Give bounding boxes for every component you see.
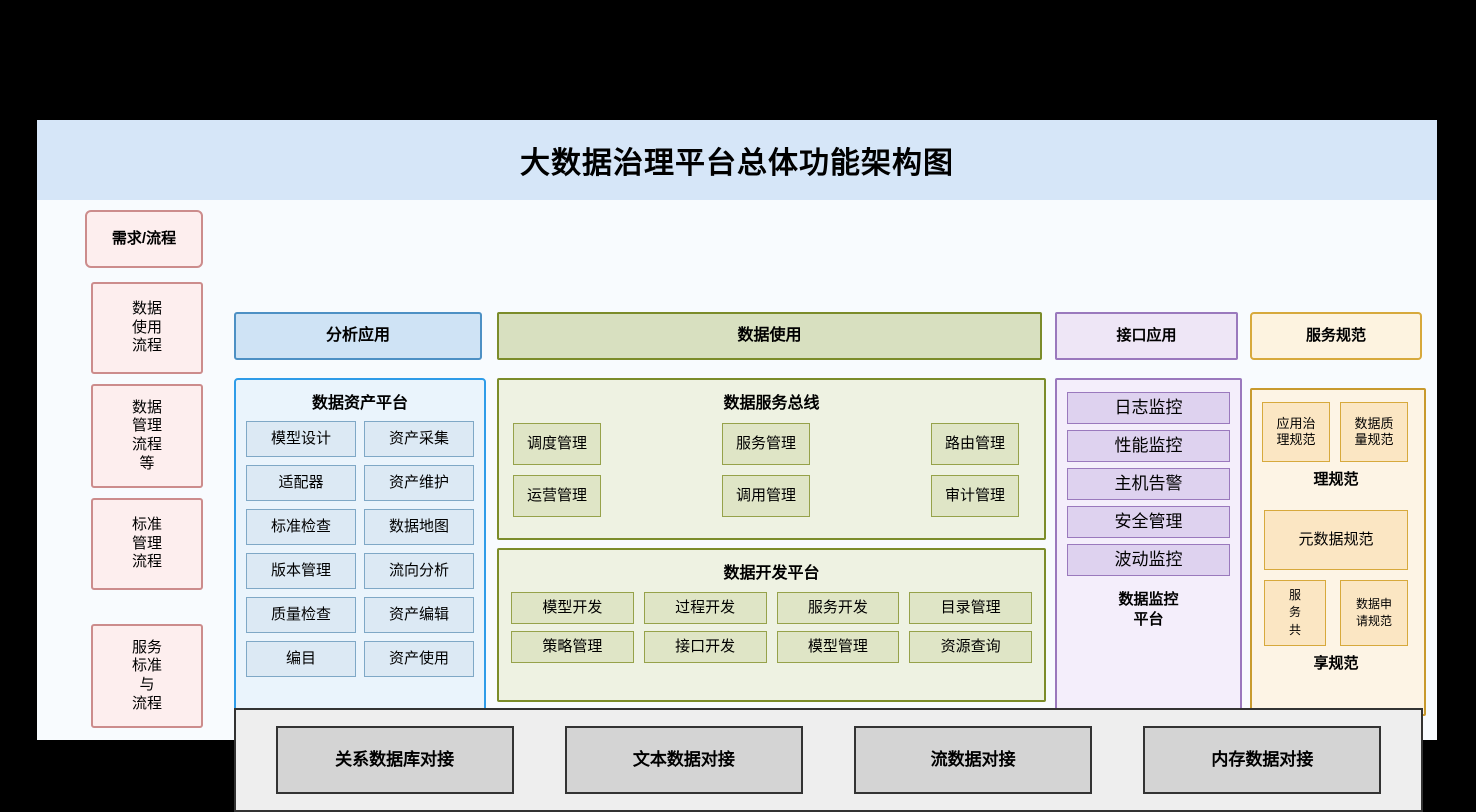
- data-dev-platform-panel: 数据开发平台 模型开发过程开发服务开发目录管理策略管理接口开发模型管理资源查询: [497, 548, 1046, 702]
- left-flow-item-2[interactable]: 标准 管理 流程: [91, 498, 203, 590]
- cell-service-share-spec[interactable]: 服 务 共: [1264, 580, 1326, 646]
- monitor-cell-2[interactable]: 主机告警: [1067, 468, 1230, 500]
- asset-cell-9[interactable]: 资产编辑: [364, 597, 474, 633]
- asset-cell-1[interactable]: 资产采集: [364, 421, 474, 457]
- header-service-specification[interactable]: 服务规范: [1250, 312, 1422, 360]
- asset-cell-10[interactable]: 编目: [246, 641, 356, 677]
- header-analysis-application[interactable]: 分析应用: [234, 312, 482, 360]
- docking-cell-2[interactable]: 流数据对接: [854, 726, 1093, 794]
- bus-cell-5[interactable]: 审计管理: [931, 475, 1019, 517]
- asset-cell-6[interactable]: 版本管理: [246, 553, 356, 589]
- dev-cell-3[interactable]: 目录管理: [909, 592, 1032, 624]
- data-service-bus-cells: 调度管理 服务管理 路由管理运营管理 调用管理 审计管理: [513, 423, 1030, 517]
- dev-cell-7[interactable]: 资源查询: [909, 631, 1032, 663]
- data-asset-platform-title: 数据资产平台: [311, 395, 408, 412]
- dev-cell-4[interactable]: 策略管理: [511, 631, 634, 663]
- diagram-body: 需求/流程 数据 使用 流程 数据 管理 流程 等 标准 管理 流程 服务 标准…: [37, 200, 1437, 812]
- cell-data-quality-spec[interactable]: 数据质 量规范: [1340, 402, 1408, 462]
- bus-cell-0[interactable]: 调度管理: [513, 423, 601, 465]
- asset-cell-0[interactable]: 模型设计: [246, 421, 356, 457]
- data-dev-platform-cells: 模型开发过程开发服务开发目录管理策略管理接口开发模型管理资源查询: [511, 592, 1032, 663]
- data-docking-cells: 关系数据库对接文本数据对接流数据对接内存数据对接: [236, 710, 1421, 810]
- left-flow-item-3[interactable]: 服务 标准 与 流程: [91, 624, 203, 728]
- label-share-spec: 享规范: [1313, 655, 1359, 672]
- asset-cell-7[interactable]: 流向分析: [364, 553, 474, 589]
- docking-cell-1[interactable]: 文本数据对接: [564, 726, 803, 794]
- left-flow-header[interactable]: 需求/流程: [85, 210, 203, 268]
- data-service-bus-panel: 数据服务总线 调度管理 服务管理 路由管理运营管理 调用管理 审计管理: [497, 378, 1046, 540]
- data-monitor-cells: 日志监控性能监控主机告警安全管理波动监控: [1067, 392, 1230, 576]
- asset-cell-2[interactable]: 适配器: [246, 465, 356, 501]
- asset-cell-5[interactable]: 数据地图: [364, 509, 474, 545]
- dev-cell-2[interactable]: 服务开发: [776, 592, 900, 624]
- label-governance-spec: 理规范: [1313, 471, 1359, 488]
- asset-cell-8[interactable]: 质量检查: [246, 597, 356, 633]
- docking-cell-3[interactable]: 内存数据对接: [1143, 726, 1382, 794]
- left-flow-item-1[interactable]: 数据 管理 流程 等: [91, 384, 203, 488]
- data-asset-platform-cells: 模型设计资产采集适配器资产维护标准检查数据地图版本管理流向分析质量检查资产编辑编…: [246, 421, 474, 677]
- monitor-cell-4[interactable]: 波动监控: [1067, 544, 1230, 576]
- diagram-canvas: 大数据治理平台总体功能架构图 需求/流程 数据 使用 流程 数据 管理 流程 等…: [37, 120, 1437, 812]
- monitor-cell-3[interactable]: 安全管理: [1067, 506, 1230, 538]
- bus-cell-1[interactable]: 服务管理: [722, 423, 810, 465]
- docking-cell-0[interactable]: 关系数据库对接: [275, 726, 514, 794]
- cell-application-governance-spec[interactable]: 应用治 理规范: [1262, 402, 1330, 462]
- asset-cell-11[interactable]: 资产使用: [364, 641, 474, 677]
- amber-column: 服务规范 应用治 理规范 数据质 量规范 理规范 元数据规范 服 务 共 数据申…: [1250, 200, 1430, 740]
- data-monitor-platform-label: 数据监控 平台: [1118, 591, 1179, 628]
- data-asset-platform-panel: 数据资产平台 模型设计资产采集适配器资产维护标准检查数据地图版本管理流向分析质量…: [234, 378, 486, 716]
- asset-cell-3[interactable]: 资产维护: [364, 465, 474, 501]
- page-title: 大数据治理平台总体功能架构图: [520, 147, 954, 180]
- data-docking-bar: 关系数据库对接文本数据对接流数据对接内存数据对接: [234, 708, 1423, 812]
- left-flow-column: 需求/流程 数据 使用 流程 数据 管理 流程 等 标准 管理 流程 服务 标准…: [85, 200, 215, 740]
- monitor-cell-0[interactable]: 日志监控: [1067, 392, 1230, 424]
- bus-cell-4[interactable]: 调用管理: [722, 475, 810, 517]
- diagram-title-band: 大数据治理平台总体功能架构图: [37, 120, 1437, 200]
- cell-metadata-spec[interactable]: 元数据规范: [1264, 510, 1408, 570]
- data-dev-platform-title: 数据开发平台: [723, 565, 820, 582]
- blue-column: 分析应用 分析应用 分析应用 分析应用 分析应用 数据资产平台 模型设计资产采集…: [234, 200, 492, 740]
- left-flow-item-0[interactable]: 数据 使用 流程: [91, 282, 203, 374]
- monitor-cell-1[interactable]: 性能监控: [1067, 430, 1230, 462]
- bus-cell-3[interactable]: 运营管理: [513, 475, 601, 517]
- dev-cell-5[interactable]: 接口开发: [643, 631, 767, 663]
- specification-panel: 应用治 理规范 数据质 量规范 理规范 元数据规范 服 务 共 数据申 请规范 …: [1250, 388, 1426, 716]
- purple-column: 接口应用 日志监控性能监控主机告警安全管理波动监控 数据监控 平台: [1055, 200, 1247, 740]
- cell-data-application-spec[interactable]: 数据申 请规范: [1340, 580, 1408, 646]
- data-monitor-platform-panel: 日志监控性能监控主机告警安全管理波动监控 数据监控 平台: [1055, 378, 1242, 716]
- asset-cell-4[interactable]: 标准检查: [246, 509, 356, 545]
- header-interface-application[interactable]: 接口应用: [1055, 312, 1238, 360]
- dev-cell-6[interactable]: 模型管理: [776, 631, 900, 663]
- bus-cell-2[interactable]: 路由管理: [931, 423, 1019, 465]
- data-service-bus-title: 数据服务总线: [723, 395, 820, 412]
- dev-cell-1[interactable]: 过程开发: [643, 592, 767, 624]
- green-column: 数据使用 数据服务总线 调度管理 服务管理 路由管理运营管理 调用管理 审计管理 数据开…: [497, 200, 1047, 740]
- dev-cell-0[interactable]: 模型开发: [511, 592, 634, 624]
- header-data-usage[interactable]: 数据使用: [497, 312, 1042, 360]
